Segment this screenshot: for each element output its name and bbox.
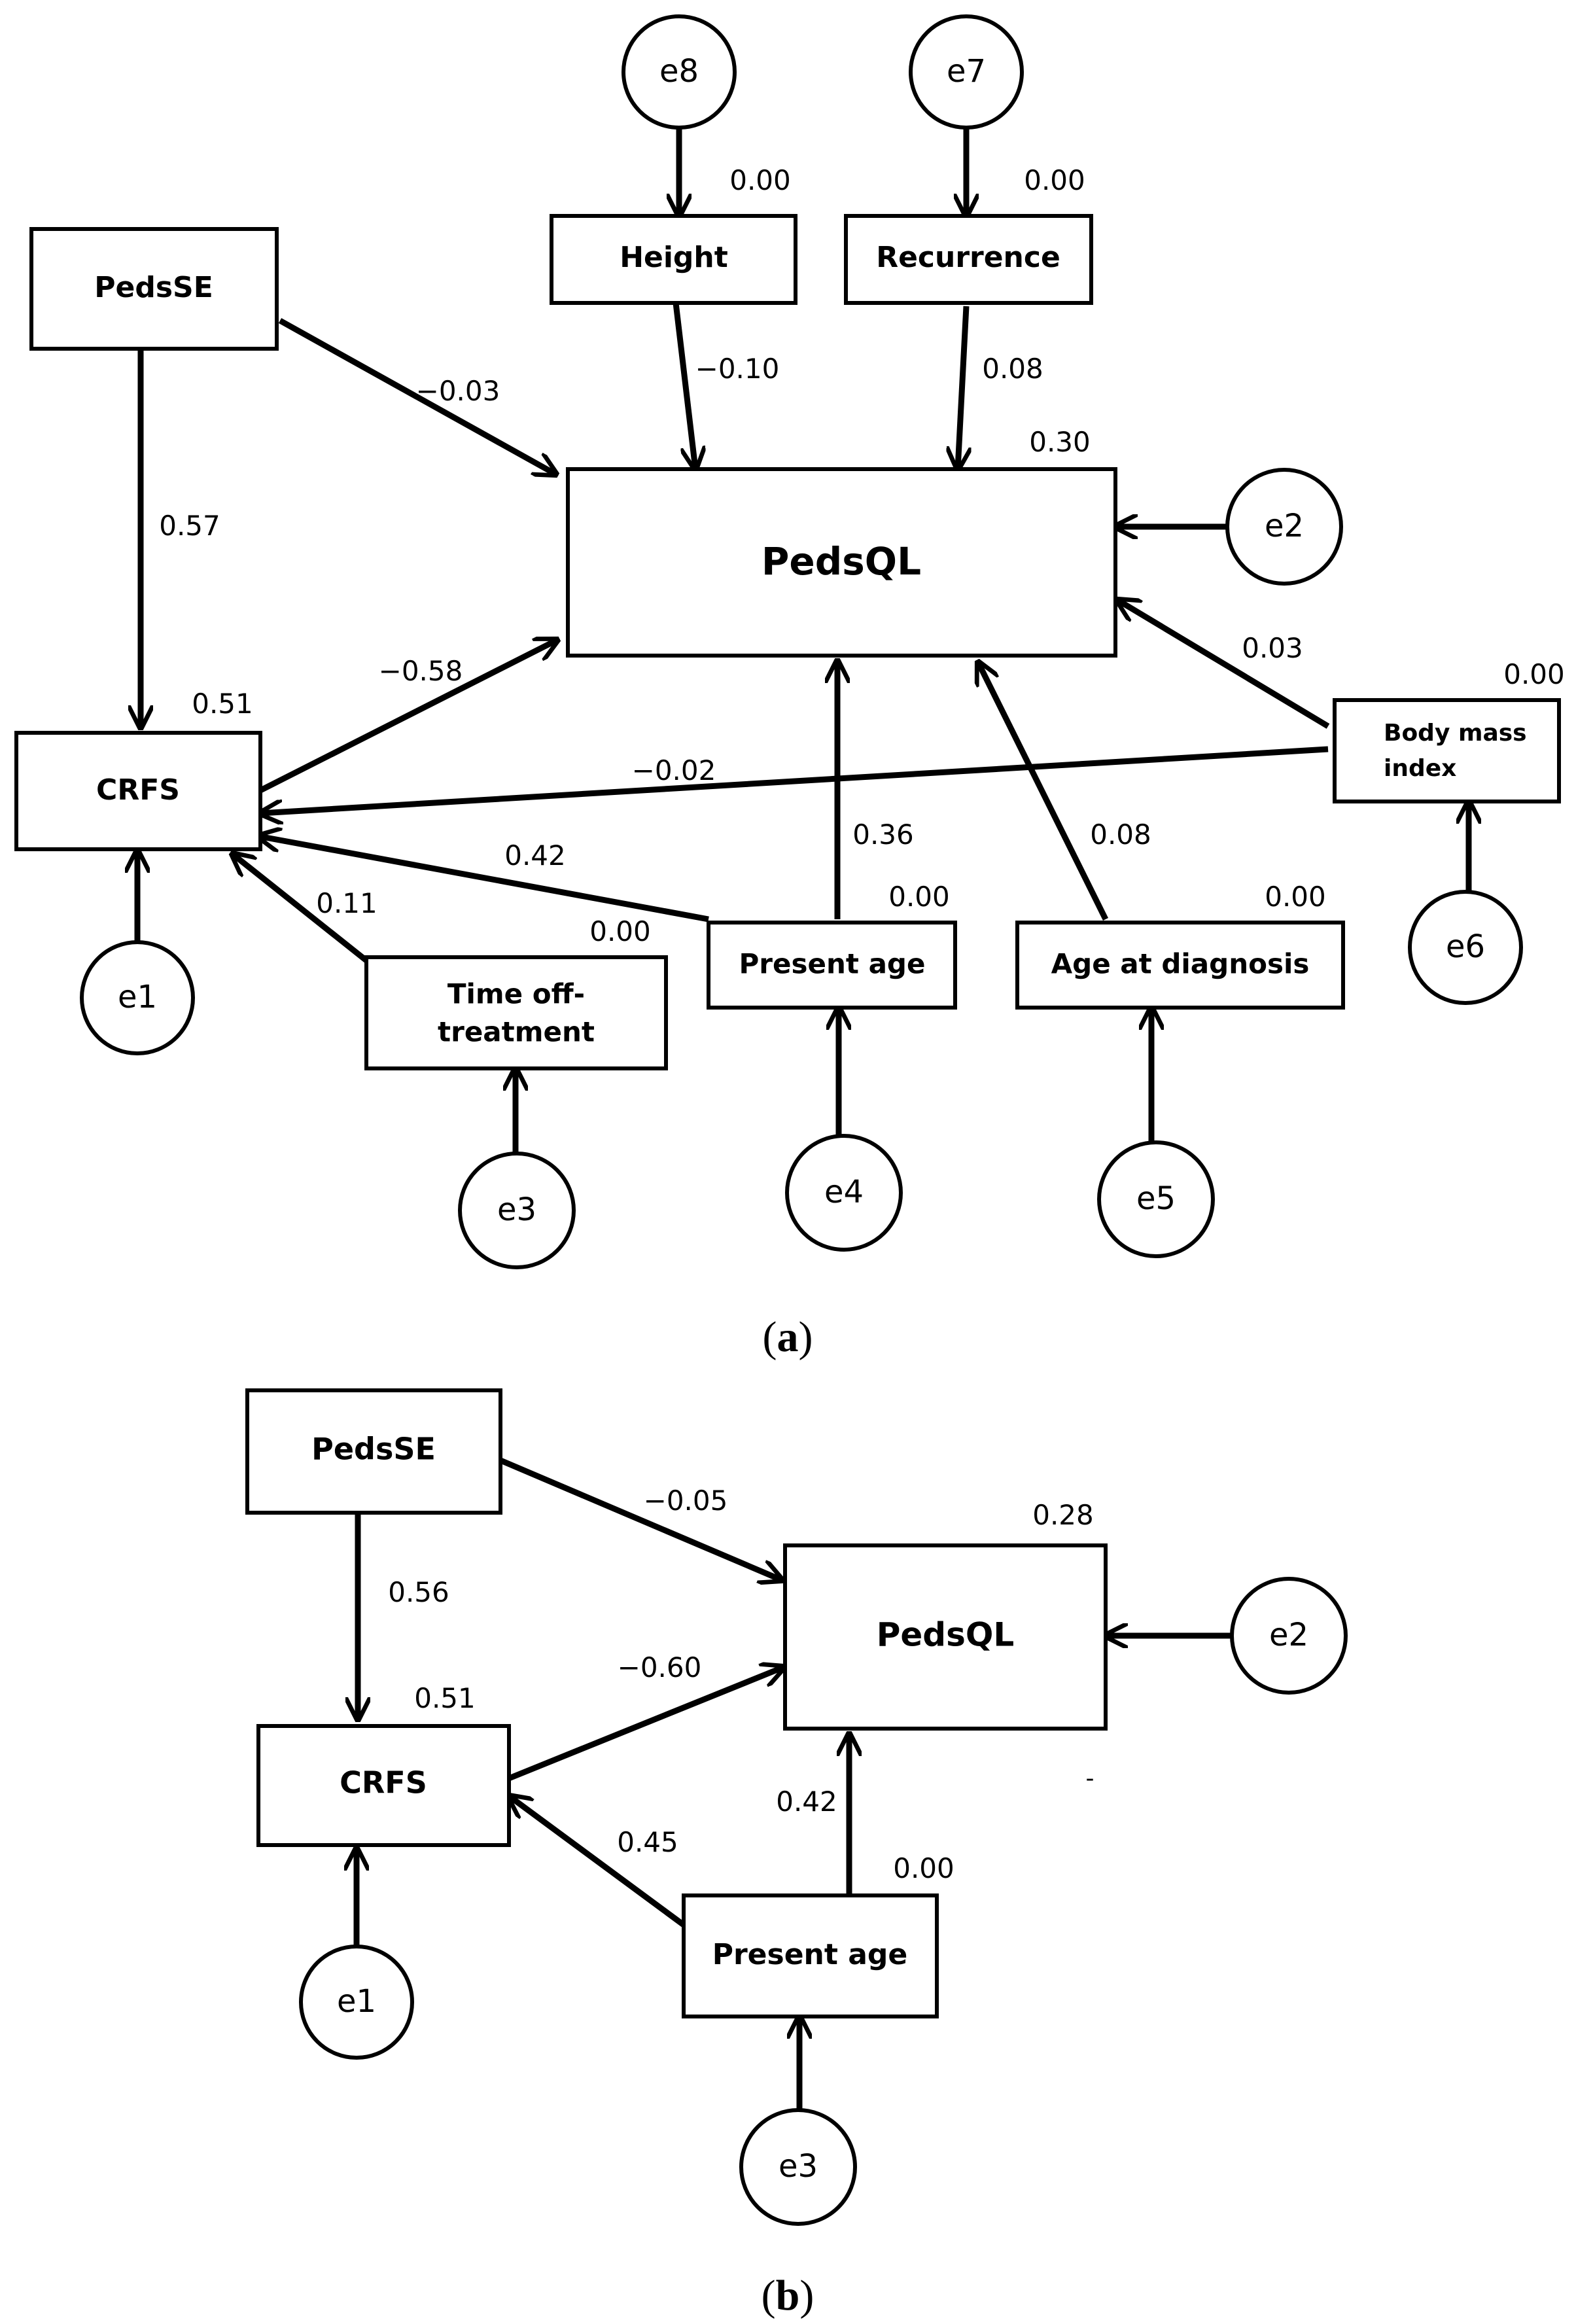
e5-label: e5: [1136, 1180, 1176, 1217]
body-mass-index-box: [1333, 698, 1561, 803]
height-r2: 0.00: [729, 164, 791, 196]
e1-label: e1: [118, 979, 157, 1015]
e4-circle: [785, 1134, 903, 1252]
recurrence-box: [844, 214, 1093, 305]
e3-circle: [458, 1152, 576, 1269]
path-height-pedsql: −0.10: [695, 353, 780, 385]
b-present-age-label: Present age: [712, 1938, 908, 1971]
time-off-treatment-label-line2: treatment: [438, 1016, 595, 1048]
age-at-diagnosis-label: Age at diagnosis: [1051, 948, 1310, 980]
path-agedx-pedsql: 0.08: [1090, 819, 1151, 851]
path-presentage-crfs: 0.42: [504, 839, 566, 872]
path-bmi-crfs: −0.02: [632, 754, 716, 786]
arrow-timeoff-crfs: [232, 854, 368, 963]
panel-a-label: (a): [763, 1313, 813, 1361]
b-present-age-box: [682, 1893, 939, 2018]
b-path-presentage-pedsql: 0.42: [776, 1786, 837, 1818]
b-stray-mark: -: [1086, 1765, 1094, 1792]
present-age-label: Present age: [739, 948, 926, 980]
e2-circle: [1225, 468, 1343, 586]
time-off-r2: 0.00: [589, 915, 651, 947]
crfs-label: CRFS: [96, 773, 180, 807]
panel-a-arrows: [137, 126, 1469, 1157]
b-present-age-r2: 0.00: [893, 1852, 954, 1884]
b-e1-label: e1: [337, 1983, 376, 2020]
b-arrow-presentage-crfs: [509, 1796, 686, 1928]
arrow-bmi-pedsql: [1117, 600, 1330, 729]
b-crfs-r2: 0.51: [414, 1682, 476, 1714]
b-arrow-crfs-pedsql: [508, 1667, 784, 1782]
e6-label: e6: [1446, 928, 1485, 965]
e4-label: e4: [824, 1174, 864, 1210]
present-age-box: [707, 921, 957, 1010]
path-crfs-pedsql: −0.58: [379, 655, 463, 687]
time-off-treatment-label-line1: Time off-: [447, 978, 585, 1010]
path-pedsse-crfs: 0.57: [159, 510, 220, 542]
b-pedsse-box: [245, 1388, 502, 1515]
time-off-treatment-box: [364, 955, 668, 1070]
b-path-pedsse-crfs: 0.56: [388, 1576, 449, 1608]
pedsql-label: PedsQL: [762, 539, 921, 584]
b-e3-circle: [739, 2108, 857, 2226]
b-arrow-pedsse-pedsql: [499, 1457, 782, 1580]
arrow-bmi-crfs: [260, 746, 1329, 813]
b-e3-label: e3: [779, 2148, 818, 2185]
arrow-pedsse-pedsql: [278, 318, 556, 474]
crfs-r2: 0.51: [192, 688, 253, 720]
b-crfs-label: CRFS: [340, 1765, 427, 1801]
arrow-height-pedsql: [673, 302, 695, 469]
pedsse-box: [29, 227, 279, 351]
path-bmi-pedsql: 0.03: [1242, 632, 1303, 664]
recurrence-label: Recurrence: [876, 241, 1060, 274]
height-box: [550, 214, 797, 305]
e2-label: e2: [1265, 508, 1304, 544]
path-timeoff-crfs: 0.11: [316, 887, 377, 919]
panel-a: PedsSE Height Recurrence PedsQL CRFS Tim…: [14, 14, 1565, 1361]
arrow-crfs-pedsql: [258, 640, 557, 794]
e7-label: e7: [947, 53, 986, 90]
b-e2-label: e2: [1269, 1617, 1308, 1653]
e1-circle: [80, 940, 195, 1055]
arrow-agedx-pedsql: [978, 662, 1109, 921]
path-pedsse-pedsql: −0.03: [416, 375, 500, 407]
e3-label: e3: [497, 1191, 536, 1228]
pedsse-label: PedsSE: [94, 271, 213, 304]
panel-b-label: (b): [762, 2272, 814, 2319]
height-label: Height: [620, 241, 728, 274]
age-at-diagnosis-r2: 0.00: [1265, 881, 1326, 913]
b-pedsse-label: PedsSE: [311, 1432, 436, 1467]
b-pedsql-box: [783, 1543, 1108, 1731]
b-crfs-box: [256, 1724, 511, 1847]
e8-label: e8: [659, 53, 699, 90]
path-presentage-pedsql: 0.36: [852, 819, 914, 851]
e5-circle: [1097, 1140, 1215, 1258]
panel-b-arrows: [357, 1457, 1231, 2110]
body-mass-index-label-line1: Body mass: [1384, 720, 1527, 747]
age-at-diagnosis-box: [1015, 921, 1345, 1010]
b-pedsql-r2: 0.28: [1032, 1499, 1094, 1531]
present-age-r2: 0.00: [888, 881, 950, 913]
panel-b: PedsSE PedsQL CRFS Present age e2 e1 e3 …: [245, 1388, 1348, 2319]
arrow-recurrence-pedsql: [958, 306, 966, 469]
e7-circle: [909, 14, 1024, 130]
b-pedsql-label: PedsQL: [877, 1616, 1014, 1654]
arrow-presentage-crfs: [258, 836, 709, 923]
bmi-r2: 0.00: [1503, 658, 1565, 690]
pedsql-r2: 0.30: [1029, 426, 1091, 458]
e6-circle: [1408, 890, 1523, 1005]
crfs-box: [14, 731, 262, 851]
b-e1-circle: [299, 1945, 414, 2060]
recurrence-r2: 0.00: [1024, 164, 1085, 196]
pedsql-box: [566, 467, 1117, 658]
e8-circle: [622, 14, 737, 130]
b-path-pedsse-pedsql: −0.05: [644, 1485, 728, 1517]
body-mass-index-label-line2: index: [1384, 755, 1456, 782]
b-e2-circle: [1230, 1577, 1348, 1695]
b-path-presentage-crfs: 0.45: [617, 1826, 678, 1858]
b-path-crfs-pedsql: −0.60: [618, 1651, 702, 1683]
path-recurrence-pedsql: 0.08: [982, 353, 1043, 385]
